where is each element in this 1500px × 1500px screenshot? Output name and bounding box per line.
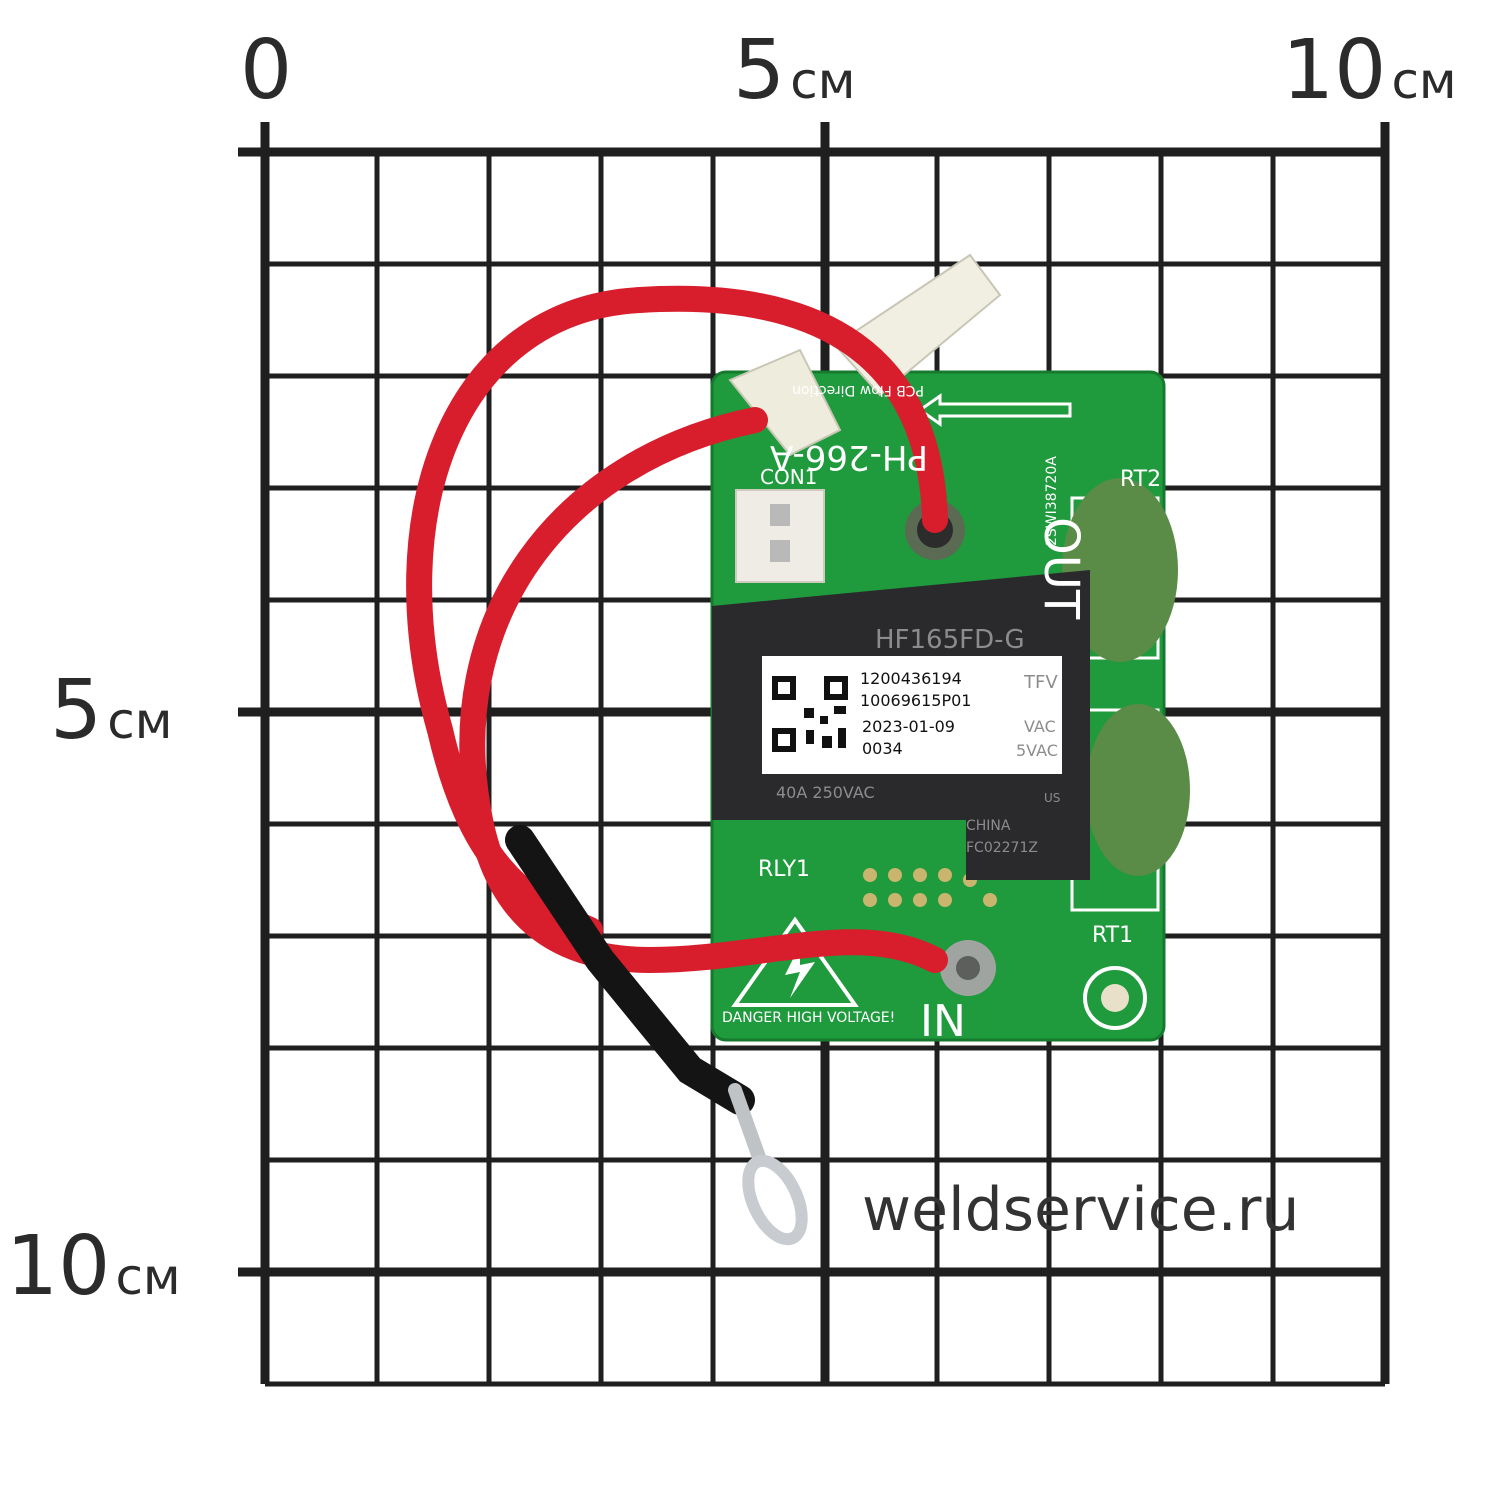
con1-connector	[735, 489, 825, 583]
thermistor-rt1	[1086, 704, 1190, 876]
sticker-line-2: 10069615P01	[860, 691, 971, 710]
relay-vac-2: 5VAC	[1016, 741, 1058, 760]
top-label-5: 5 см	[733, 30, 855, 112]
relay-code: FC02271Z	[966, 840, 1038, 856]
top-label-0-num: 0	[240, 23, 293, 118]
top-label-5-unit: см	[790, 52, 856, 110]
left-label-5-num: 5	[50, 663, 103, 758]
red-wires	[406, 285, 948, 974]
ring-lug-neck	[728, 1083, 767, 1167]
relay-rating: 40A 250VAC	[776, 783, 875, 802]
con1-label: CON1	[760, 465, 817, 489]
sticker-line-4: 0034	[862, 739, 903, 758]
top-label-0: 0	[240, 30, 292, 112]
mounting-hole	[1101, 984, 1129, 1012]
ring-lug	[742, 1154, 808, 1246]
side-serial-text: 2SWI38720A	[1044, 456, 1060, 546]
con1-pin-2	[770, 540, 790, 562]
sticker-line-1: 1200436194	[860, 669, 962, 688]
rt1-label: RT1	[1092, 923, 1133, 948]
con1-pin-1	[770, 504, 790, 526]
left-label-10-unit: см	[115, 1248, 181, 1306]
thermistor-rt2	[1062, 478, 1178, 662]
sticker-line-3: 2023-01-09	[862, 717, 955, 736]
flow-arrow	[917, 393, 1072, 427]
relay-suffix: TFV	[1023, 672, 1058, 693]
left-label-5-unit: см	[107, 692, 173, 750]
relay-ul-mark: US	[1044, 791, 1060, 805]
heat-shrink-sleeve	[505, 825, 755, 1115]
out-label: OUT	[1033, 517, 1089, 620]
relay	[712, 570, 1090, 880]
solder-pads	[863, 868, 997, 907]
top-label-5-num: 5	[733, 23, 786, 118]
relay-model: HF165FD-G	[875, 625, 1025, 655]
mounting-hole-ring	[1083, 966, 1147, 1030]
lightning-icon	[785, 945, 815, 998]
danger-text: DANGER HIGH VOLTAGE!	[722, 1010, 895, 1026]
rly1-label: RLY1	[758, 857, 810, 882]
left-label-10: 10 см	[6, 1226, 181, 1308]
rt2-label: RT2	[1120, 467, 1161, 492]
flow-text: PCB Flow Direction	[792, 382, 924, 398]
top-label-10-num: 10	[1282, 23, 1387, 118]
top-label-10-unit: см	[1391, 52, 1457, 110]
in-label: IN	[920, 996, 966, 1047]
qr-code-icon	[770, 674, 850, 754]
left-label-5: 5 см	[50, 670, 172, 752]
watermark-text: weldservice.ru	[862, 1175, 1300, 1245]
in-terminal-center	[956, 956, 980, 980]
pcb-text: PCB Flow Direction PH-266-A CON1 OUT RT2…	[722, 382, 1161, 1047]
relay-country: CHINA	[966, 818, 1011, 834]
top-label-10: 10 см	[1282, 30, 1457, 112]
model-text: PH-266-A	[770, 437, 928, 477]
left-label-10-num: 10	[6, 1219, 111, 1314]
relay-vac-1: VAC	[1024, 717, 1056, 736]
